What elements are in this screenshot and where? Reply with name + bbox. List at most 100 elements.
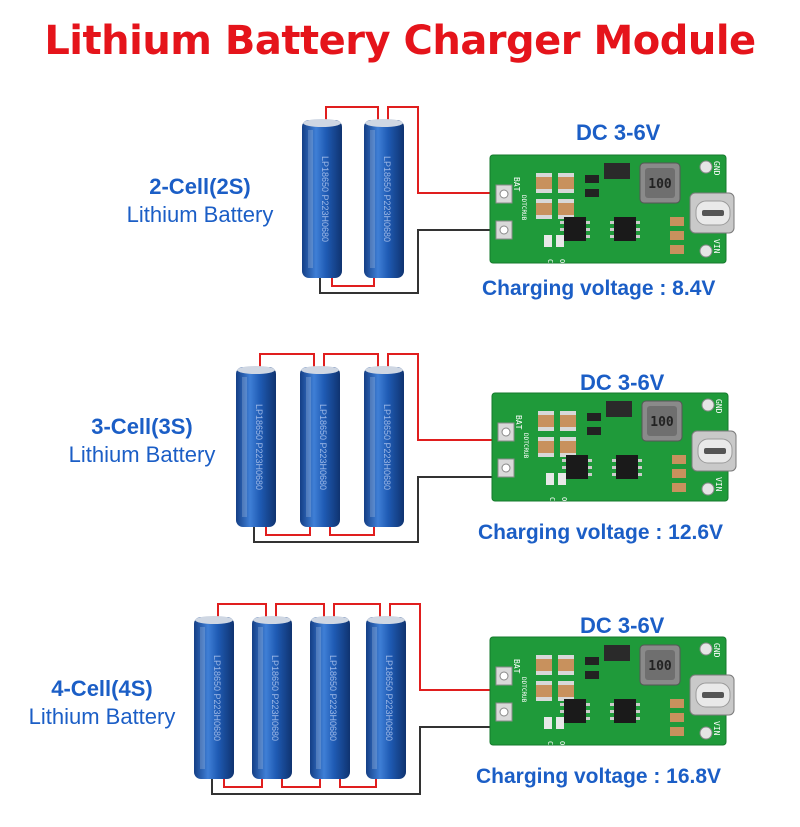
mount-pad xyxy=(699,726,713,740)
smd-resistor xyxy=(585,671,599,679)
cap-terminal xyxy=(560,437,576,441)
ic-pin xyxy=(586,710,590,713)
pin-label-gnd: GND xyxy=(712,161,721,176)
smd-capacitor-small xyxy=(670,217,684,226)
negative-lead-wire xyxy=(253,476,502,543)
series-link-wire xyxy=(265,527,311,536)
ic-pin xyxy=(636,235,640,238)
series-link-wire xyxy=(275,603,325,621)
mount-pad xyxy=(699,244,713,258)
pin-label-vin: VIN xyxy=(714,477,723,492)
cap-terminal xyxy=(538,411,554,415)
ic-pin xyxy=(610,221,614,224)
pin-label-code: DDTCRUB xyxy=(522,433,529,459)
ic-pin xyxy=(610,703,614,706)
series-link-wire xyxy=(329,527,375,536)
smd-resistor xyxy=(585,189,599,197)
ic-pin xyxy=(636,703,640,706)
smd-capacitor-small xyxy=(670,727,684,736)
cap-terminal xyxy=(536,655,552,659)
cell-count-label: 3-Cell(3S) xyxy=(91,414,193,439)
smd-capacitor-small xyxy=(670,713,684,722)
ic-pin xyxy=(638,466,642,469)
smd-capacitor xyxy=(558,681,574,701)
battery-cell xyxy=(302,120,342,278)
ic-pin xyxy=(586,228,590,231)
smd-capacitor xyxy=(538,437,554,457)
pin-label-bat: BAT xyxy=(512,659,521,674)
negative-lead-wire xyxy=(319,229,502,294)
ic-pin xyxy=(588,459,592,462)
battery-type-label: Lithium Battery xyxy=(126,202,274,227)
smd-resistor xyxy=(587,427,601,435)
cap-terminal xyxy=(536,681,552,685)
usb-c-tongue xyxy=(702,210,724,216)
led-label-ok: OK xyxy=(558,741,566,750)
inductor-core xyxy=(647,406,677,436)
page-title: Lithium Battery Charger Module xyxy=(44,18,756,64)
pad-hole xyxy=(501,427,511,437)
battery-highlight xyxy=(308,130,313,268)
cap-terminal xyxy=(538,427,554,431)
smd-diode xyxy=(604,645,630,661)
battery-terminal-cap xyxy=(365,366,403,374)
smd-capacitor xyxy=(536,655,552,675)
battery-highlight xyxy=(316,627,321,769)
charging-voltage-label: Charging voltage : 12.6V xyxy=(478,521,724,544)
pad-hole xyxy=(499,189,509,199)
battery-highlight xyxy=(306,377,311,517)
cell-count-label: 2-Cell(2S) xyxy=(149,174,251,199)
smd-capacitor xyxy=(558,173,574,193)
battery-terminal-cap xyxy=(311,616,349,624)
led-label-ok: OK xyxy=(560,497,568,506)
battery-print-text: LP18650 P223H0680 xyxy=(320,156,330,242)
inductor-marking: 100 xyxy=(648,659,672,674)
cap-terminal xyxy=(538,437,554,441)
ic-pin xyxy=(560,710,564,713)
smd-resistor xyxy=(585,657,599,665)
ic-pin xyxy=(560,221,564,224)
pad-hole xyxy=(501,463,511,473)
cap-terminal xyxy=(558,189,574,193)
led xyxy=(546,473,554,485)
ic-chip xyxy=(566,455,588,479)
cap-terminal xyxy=(560,411,576,415)
input-voltage-label: DC 3-6V xyxy=(580,370,665,395)
battery-type-label: Lithium Battery xyxy=(68,442,216,467)
smd-capacitor-small xyxy=(670,231,684,240)
ic-pin xyxy=(612,473,616,476)
pin-label-vin: VIN xyxy=(712,239,721,254)
charging-voltage-label: Charging voltage : 16.8V xyxy=(476,765,722,788)
battery-terminal-cap xyxy=(303,119,341,127)
ic-chip xyxy=(564,699,586,723)
positive-lead-wire xyxy=(387,106,502,194)
ic-chip xyxy=(614,699,636,723)
cell-count-label: 4-Cell(4S) xyxy=(51,676,153,701)
cap-terminal xyxy=(558,173,574,177)
ic-pin xyxy=(636,221,640,224)
smd-capacitor-small xyxy=(672,483,686,492)
cap-terminal xyxy=(558,199,574,203)
cap-terminal xyxy=(536,697,552,701)
ic-pin xyxy=(562,466,566,469)
series-link-wire xyxy=(325,106,379,124)
series-link-wire xyxy=(333,603,381,621)
ic-pin xyxy=(586,221,590,224)
smd-diode xyxy=(604,163,630,179)
battery-terminal-cap xyxy=(365,119,403,127)
ic-pin xyxy=(588,473,592,476)
battery-highlight xyxy=(258,627,263,769)
ic-pin xyxy=(610,710,614,713)
smd-capacitor xyxy=(536,173,552,193)
negative-lead-wire xyxy=(211,726,502,795)
smd-capacitor-small xyxy=(670,699,684,708)
inductor-marking: 100 xyxy=(648,177,672,192)
input-voltage-label: DC 3-6V xyxy=(580,613,665,638)
led-label-cr: CR xyxy=(546,259,554,268)
pin-label-gnd: GND xyxy=(714,399,723,414)
smd-capacitor xyxy=(558,655,574,675)
